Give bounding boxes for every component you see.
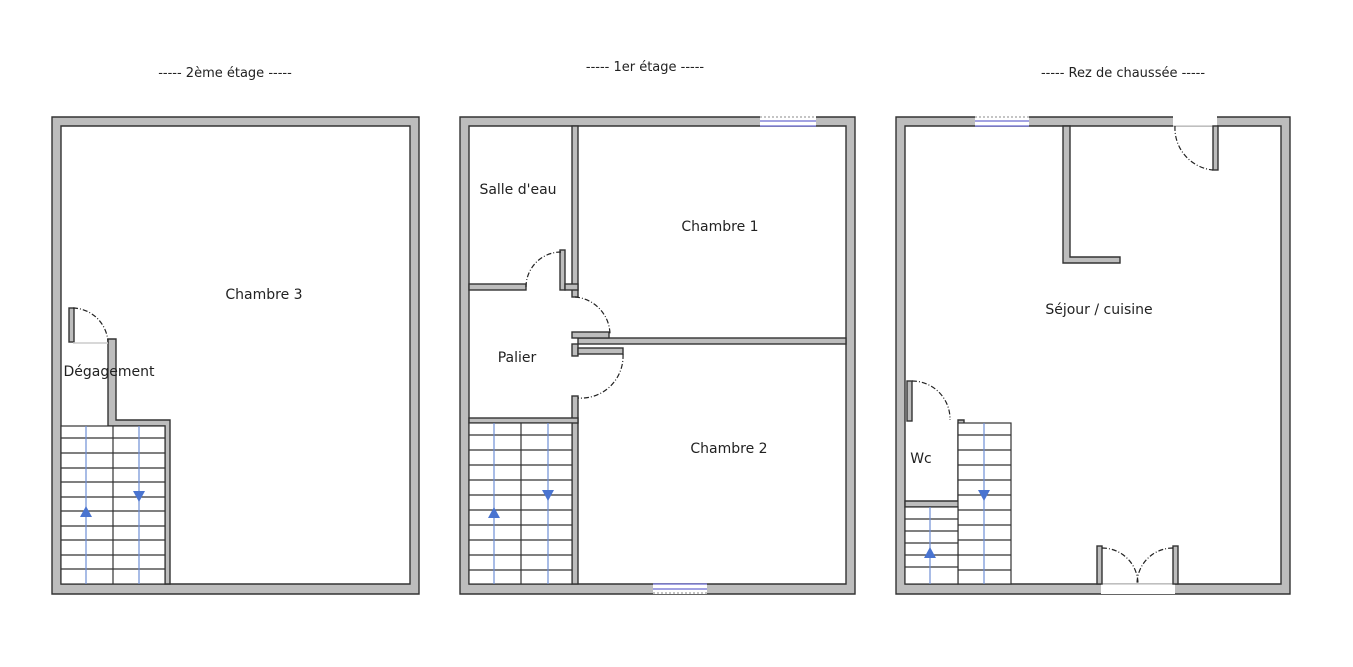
door-swing-chambre-2 — [577, 353, 624, 399]
window-top — [975, 116, 1029, 127]
plan-1er-etage: Salle d'eau Chambre 1 Palier Chambre 2 — [459, 116, 856, 595]
plan-2eme-etage: Chambre 3 Dégagement — [51, 116, 420, 595]
wall-salle-eau-right — [571, 125, 579, 298]
stair-up-arrow-icon — [488, 507, 500, 518]
door-swing-double-left — [1101, 547, 1139, 585]
floor-title-2eme: ----- 2ème étage ----- — [158, 66, 292, 81]
door-swing-double-right — [1136, 547, 1174, 585]
door-swing-arc — [72, 307, 109, 344]
room-label-degagement: Dégagement — [64, 364, 155, 380]
door-swing-wc — [911, 380, 951, 421]
double-door-right-jamb — [1172, 545, 1179, 585]
room-label-chambre-3: Chambre 3 — [225, 287, 302, 303]
door-swing-chambre-1 — [574, 296, 611, 336]
wall-stair-top — [468, 417, 579, 424]
wc-door-jamb — [906, 380, 913, 422]
room-label-sejour-cuisine: Séjour / cuisine — [1045, 302, 1152, 318]
door-swing-entry — [1174, 125, 1214, 171]
room-label-wc: Wc — [910, 451, 932, 467]
plan-rez-de-chaussee: Séjour / cuisine Wc — [895, 116, 1291, 595]
wall-palier-upper — [571, 331, 610, 339]
room-label-palier: Palier — [498, 350, 537, 366]
room-label-chambre-1: Chambre 1 — [681, 219, 758, 235]
wall-chambres-divider — [577, 337, 847, 345]
wall-interior-l — [1062, 125, 1121, 264]
staircase-down — [957, 422, 1012, 585]
floor-title-1er: ----- 1er étage ----- — [586, 60, 705, 75]
stair-up-arrow-icon — [924, 547, 936, 558]
staircase — [468, 422, 573, 585]
stair-down-arrow-icon — [978, 490, 990, 501]
staircase-up — [904, 506, 959, 585]
door-jamb — [68, 307, 75, 343]
floor-title-rdc: ----- Rez de chaussée ----- — [1041, 66, 1205, 81]
window-top — [760, 116, 816, 127]
stair-down-arrow-icon — [542, 490, 554, 501]
wall-salle-eau-stub — [559, 249, 566, 291]
outer-wall — [895, 116, 1291, 595]
door-swing-salle-eau — [525, 251, 562, 288]
wall-palier-lower-stub — [577, 347, 624, 355]
staircase — [60, 425, 166, 585]
wall-palier-right — [571, 395, 579, 585]
wall-salle-eau-bottom — [468, 283, 527, 291]
window-bottom — [653, 583, 707, 594]
stair-down-arrow-icon — [133, 491, 145, 502]
entry-door-jamb — [1212, 125, 1219, 171]
room-label-chambre-2: Chambre 2 — [690, 441, 767, 457]
stair-up-arrow-icon — [80, 506, 92, 517]
wall-palier-mid — [571, 343, 579, 357]
room-label-salle-eau: Salle d'eau — [479, 182, 556, 198]
double-door-left-jamb — [1096, 545, 1103, 585]
wall-salle-eau-corner — [564, 283, 579, 291]
